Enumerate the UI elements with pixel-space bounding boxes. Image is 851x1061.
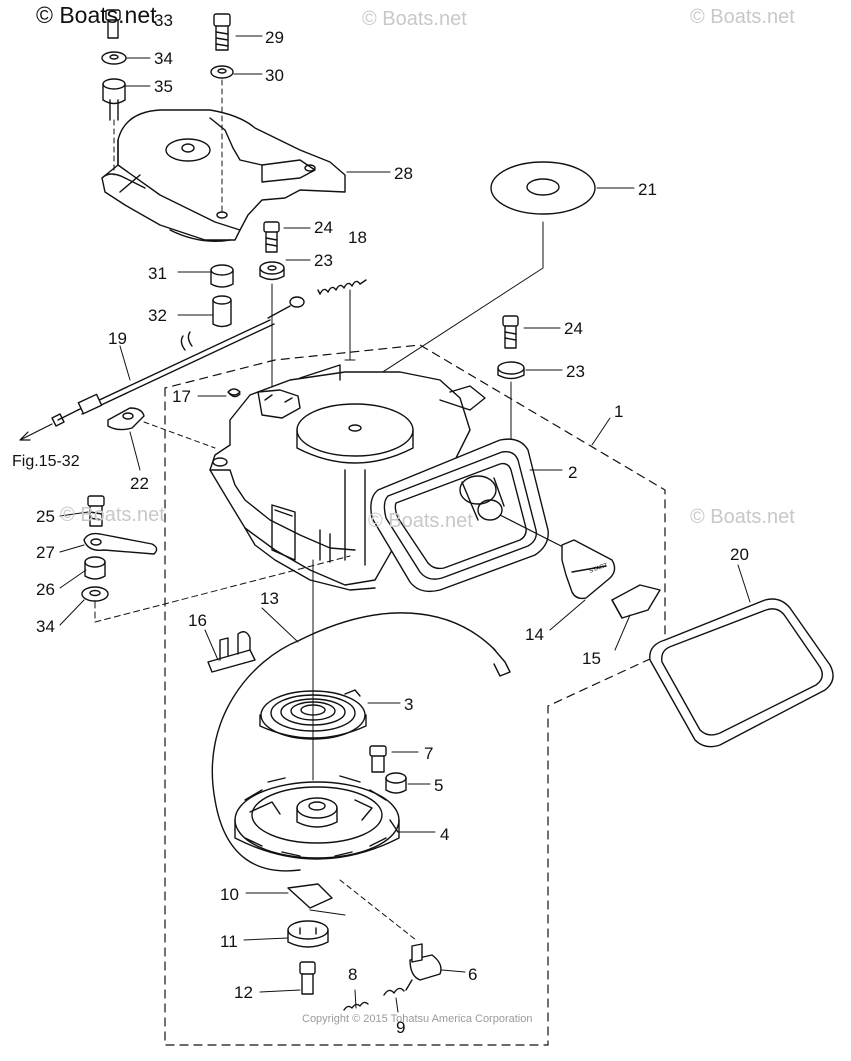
starter-handle-part-14: START — [499, 514, 616, 600]
collar-part-5 — [385, 772, 407, 794]
callout-19: 19 — [108, 329, 127, 348]
callout-34-left: 34 — [36, 617, 55, 636]
callout-4: 4 — [440, 825, 449, 844]
leader-line — [309, 909, 346, 916]
callout-15: 15 — [582, 649, 601, 668]
bolt-part-33 — [105, 9, 121, 39]
spring-part-9 — [383, 979, 413, 996]
grommet-part-31 — [210, 264, 234, 288]
leader-dash — [339, 879, 417, 941]
spring-part-18 — [317, 279, 367, 295]
bolt-part-29 — [213, 13, 231, 51]
rope-reel-part-4 — [234, 775, 400, 860]
callout-13: 13 — [260, 589, 279, 608]
throttle-cable-part-19 — [51, 296, 305, 427]
collar-part-23-upper — [259, 261, 285, 281]
copyright-notice: Copyright © 2015 Tohatsu America Corpora… — [302, 1013, 533, 1025]
assembly-boundary-dashed — [164, 344, 666, 1046]
collar-part-32 — [212, 295, 232, 328]
watermark-faint: © Boats.net — [690, 6, 795, 28]
callout-6: 6 — [468, 965, 477, 984]
watermark-faint: © Boats.net — [60, 504, 165, 526]
callout-5: 5 — [434, 776, 443, 795]
seal-part-20 — [649, 598, 834, 748]
callout-21: 21 — [638, 180, 657, 199]
washer-part-34-left — [81, 586, 109, 602]
callout-24-lower: 24 — [564, 319, 583, 338]
pawl-part-6 — [409, 943, 442, 981]
leader-dash — [143, 421, 216, 449]
plate-part-10 — [287, 883, 333, 909]
callout-3: 3 — [404, 695, 413, 714]
bolt-part-7 — [369, 745, 387, 773]
arrow-to-ref — [19, 423, 53, 441]
bolt-part-12 — [299, 961, 316, 995]
callout-28: 28 — [394, 164, 413, 183]
washer-part-22 — [107, 407, 145, 431]
watermark-faint: © Boats.net — [362, 8, 467, 30]
bolt-part-25 — [87, 495, 105, 527]
starter-cover-part-28 — [101, 109, 346, 242]
callout-12: 12 — [234, 983, 253, 1002]
leader-line — [344, 289, 356, 361]
callout-32: 32 — [148, 306, 167, 325]
collar-part-23-lower — [497, 361, 525, 380]
callout-17: 17 — [172, 387, 191, 406]
callout-27: 27 — [36, 543, 55, 562]
callout-labels: 1 2 3 4 5 6 7 8 9 10 11 12 13 14 15 16 1… — [12, 11, 749, 1037]
friction-plate-part-11 — [287, 920, 329, 948]
callout-leaders — [59, 35, 751, 1013]
callout-14: 14 — [525, 625, 544, 644]
washer-part-34-top — [101, 51, 127, 65]
lever-part-27 — [83, 532, 158, 555]
callout-24-upper: 24 — [314, 218, 333, 237]
callout-8: 8 — [348, 965, 357, 984]
bolt-part-24-lower — [502, 315, 519, 349]
callout-22: 22 — [130, 474, 149, 493]
callout-23-lower: 23 — [566, 362, 585, 381]
callout-23-upper: 23 — [314, 251, 333, 270]
callout-26: 26 — [36, 580, 55, 599]
watermark-faint: © Boats.net — [690, 506, 795, 528]
leader-dash — [94, 555, 351, 623]
bolt-part-24-upper — [263, 221, 280, 253]
housing-seal-part-2 — [370, 438, 549, 593]
callout-9: 9 — [396, 1018, 405, 1037]
callout-20: 20 — [730, 545, 749, 564]
callout-2: 2 — [568, 463, 577, 482]
figure-reference: Fig.15-32 — [12, 453, 80, 470]
callout-30: 30 — [265, 66, 284, 85]
handle-insert-part-15 — [611, 584, 661, 619]
clip-part-17 — [227, 388, 241, 398]
collar-part-26 — [84, 556, 106, 580]
callout-33: 33 — [154, 11, 173, 30]
callout-16: 16 — [188, 611, 207, 630]
callout-25: 25 — [36, 507, 55, 526]
washer-part-30 — [210, 65, 234, 79]
callout-11: 11 — [220, 932, 238, 951]
callout-18: 18 — [348, 228, 367, 247]
watermark-faint: © Boats.net — [368, 510, 473, 532]
callout-31: 31 — [148, 264, 167, 283]
callout-35: 35 — [154, 77, 173, 96]
starter-rope-part-13 — [211, 612, 511, 872]
washer-part-21 — [490, 161, 596, 215]
callout-7: 7 — [424, 744, 433, 763]
callout-34-top: 34 — [154, 49, 173, 68]
bracket-part-16 — [207, 631, 256, 673]
callout-1: 1 — [614, 402, 623, 421]
callout-29: 29 — [265, 28, 284, 47]
callout-10: 10 — [220, 885, 239, 904]
collar-part-35 — [102, 78, 126, 121]
starter-case-part-1 — [209, 364, 486, 591]
watermark-main: © Boats.net — [36, 2, 157, 28]
